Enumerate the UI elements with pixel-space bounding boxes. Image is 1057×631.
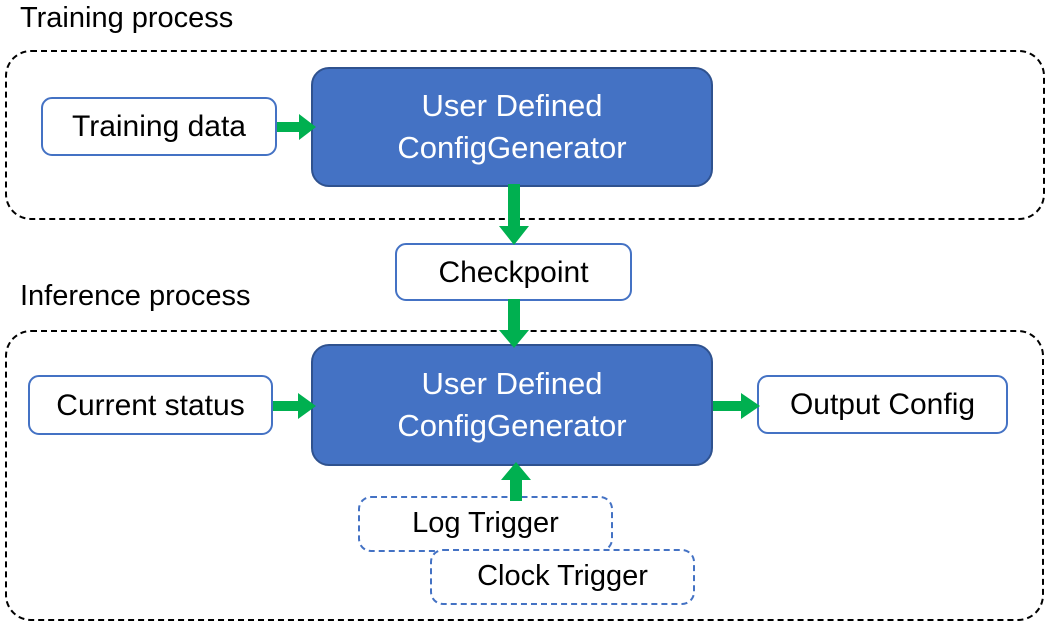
- inference-process-label: Inference process: [16, 282, 255, 311]
- node-training-data-label: Training data: [72, 110, 246, 143]
- arrow-current-status-to-generator: [273, 390, 317, 422]
- arrow-log-trigger-to-generator: [500, 462, 532, 502]
- node-training-data[interactable]: Training data: [41, 97, 277, 156]
- node-user-defined-config-generator-inference[interactable]: User Defined ConfigGenerator: [311, 344, 713, 466]
- node-current-status-label: Current status: [56, 388, 245, 422]
- arrow-generator-to-checkpoint: [498, 184, 530, 246]
- node-clock-trigger-label: Clock Trigger: [477, 560, 648, 593]
- node-inference-generator-line1: User Defined: [421, 366, 603, 402]
- arrow-checkpoint-to-inference: [498, 299, 530, 349]
- node-log-trigger[interactable]: Log Trigger: [358, 496, 613, 552]
- node-inference-generator-line2: ConfigGenerator: [397, 408, 627, 443]
- node-checkpoint-label: Checkpoint: [438, 255, 589, 289]
- arrow-training-data-to-generator: [277, 111, 317, 143]
- node-log-trigger-label: Log Trigger: [412, 507, 559, 540]
- node-output-config[interactable]: Output Config: [757, 375, 1008, 434]
- node-train-generator-line1: User Defined: [421, 88, 603, 124]
- node-current-status[interactable]: Current status: [28, 375, 273, 435]
- node-clock-trigger[interactable]: Clock Trigger: [430, 549, 695, 605]
- training-process-container: [5, 50, 1045, 220]
- training-process-label: Training process: [16, 4, 238, 33]
- node-checkpoint[interactable]: Checkpoint: [395, 243, 632, 301]
- node-user-defined-config-generator-training[interactable]: User Defined ConfigGenerator: [311, 67, 713, 187]
- arrow-generator-to-output-config: [713, 390, 761, 422]
- node-train-generator-line2: ConfigGenerator: [397, 130, 627, 165]
- node-output-config-label: Output Config: [789, 388, 976, 421]
